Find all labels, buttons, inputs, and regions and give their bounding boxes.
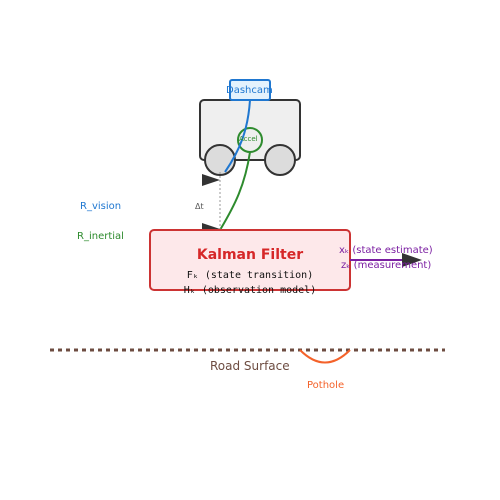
- measurement-label: zₖ (measurement): [341, 260, 432, 271]
- accel-label: Accel: [239, 135, 258, 143]
- inertial-signal-path: [219, 151, 251, 231]
- delta-t-label: Δt: [195, 202, 204, 211]
- dashcam-label: Dashcam: [226, 85, 273, 96]
- state-transition-label: Fₖ (state transition): [186, 270, 314, 281]
- observation-model-label: Hₖ (observation model): [183, 285, 317, 296]
- rear-wheel: [264, 144, 296, 176]
- r-inertial-label: R_inertial: [77, 231, 124, 242]
- r-vision-label: R_vision: [80, 201, 122, 212]
- road-surface-label: Road Surface: [210, 359, 290, 373]
- output-arrowhead-icon: [402, 253, 422, 267]
- pothole-label: Pothole: [307, 380, 345, 391]
- state-estimate-label: xₖ (state estimate): [339, 245, 433, 256]
- pothole-curve: [299, 349, 351, 364]
- vision-arrowhead-icon: [202, 174, 220, 186]
- front-wheel: [204, 144, 236, 176]
- kalman-filter-title: Kalman Filter: [196, 247, 304, 263]
- vision-signal-path: [224, 99, 251, 173]
